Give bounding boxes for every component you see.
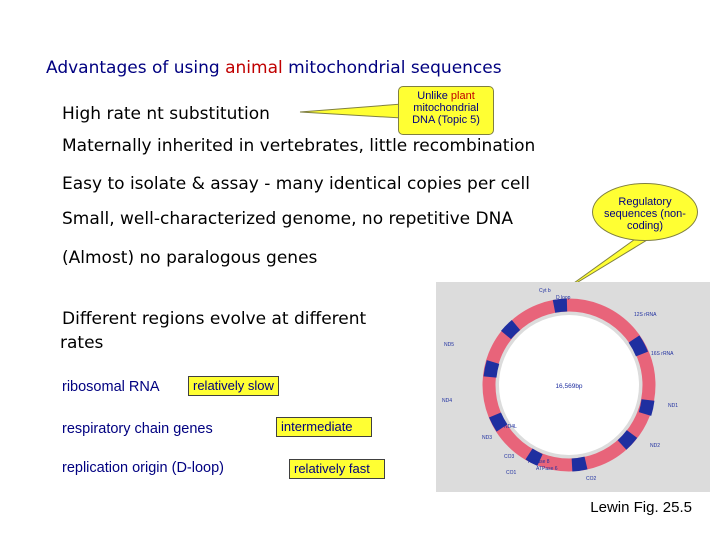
gene-label-16s: 16S rRNA (651, 351, 674, 357)
rate-tag-intermediate: intermediate (276, 417, 372, 437)
title-prefix: Advantages of using (46, 58, 220, 78)
title-highlight: animal (225, 58, 283, 78)
gene-band (571, 456, 588, 472)
regulatory-callout-line3: coding) (626, 220, 664, 232)
gene-label-nd6: ND6 (506, 326, 516, 332)
regulatory-callout: Regulatory sequences (non- coding) (592, 183, 698, 241)
point-isolate: Easy to isolate & assay - many identical… (62, 174, 530, 194)
plant-callout-line3: DNA (Topic 5) (412, 114, 480, 126)
gene-band (638, 399, 655, 416)
gene-label-nd5: ND5 (444, 342, 454, 348)
gene-label-nd3: ND3 (482, 435, 492, 441)
regions-heading-line2: rates (60, 333, 104, 353)
title-suffix: mitochondrial sequences (288, 58, 502, 78)
plant-callout-line2: mitochondrial (413, 102, 479, 114)
genome-ring (482, 298, 656, 472)
gene-label-cytb: Cyt b (539, 288, 551, 294)
gene-band (617, 429, 638, 450)
plant-callout-pointer (299, 103, 403, 119)
mitochondrial-genome-figure: 16,569bp Cyt b D loop 12S rRNA 16S rRNA … (436, 282, 710, 492)
regulatory-callout-line1: Regulatory (618, 196, 672, 208)
gene-label-nd2: ND2 (650, 443, 660, 449)
region-label-dloop: replication origin (D-loop) (62, 460, 224, 476)
plant-callout-highlight: plant (450, 90, 475, 102)
gene-band (483, 360, 500, 378)
regulatory-callout-line2: sequences (non- (604, 208, 686, 220)
gene-label-atpase6: ATPase 6 (536, 466, 558, 472)
genome-size-label: 16,569bp (555, 383, 582, 390)
page-title: Advantages of using animal mitochondrial… (46, 58, 502, 78)
gene-label-co1: CO1 (506, 470, 517, 476)
gene-label-nd4l: ND4L (504, 424, 517, 430)
gene-label-co3: CO3 (504, 454, 515, 460)
gene-label-atpase8: ATPase 8 (528, 459, 550, 465)
point-maternal: Maternally inherited in vertebrates, lit… (62, 136, 536, 156)
region-label-rrna: ribosomal RNA (62, 379, 160, 395)
gene-label-nd4: ND4 (442, 398, 452, 404)
gene-label-co2: CO2 (586, 476, 597, 482)
rate-tag-slow: relatively slow (188, 376, 279, 396)
gene-label-nd1: ND1 (668, 403, 678, 409)
figure-inner-disc (499, 315, 639, 455)
rate-tag-fast: relatively fast (289, 459, 385, 479)
gene-bands (483, 298, 655, 472)
region-label-respiratory: respiratory chain genes (62, 421, 213, 437)
figure-caption: Lewin Fig. 25.5 (590, 499, 692, 516)
plant-callout: Unlike plant mitochondrial DNA (Topic 5) (398, 86, 494, 135)
gene-band (628, 335, 649, 357)
gene-band (489, 412, 508, 432)
point-genome: Small, well-characterized genome, no rep… (62, 209, 513, 229)
plant-callout-prefix: Unlike (417, 90, 448, 102)
gene-band (552, 298, 568, 313)
point-substitution: High rate nt substitution (62, 104, 270, 124)
point-paralogous: (Almost) no paralogous genes (62, 248, 318, 268)
gene-label-12s: 12S rRNA (634, 312, 657, 318)
gene-band (501, 320, 521, 340)
gene-band (525, 448, 543, 466)
regions-heading-line1: Different regions evolve at different (62, 309, 367, 329)
gene-label-dloop: D loop (556, 295, 571, 301)
